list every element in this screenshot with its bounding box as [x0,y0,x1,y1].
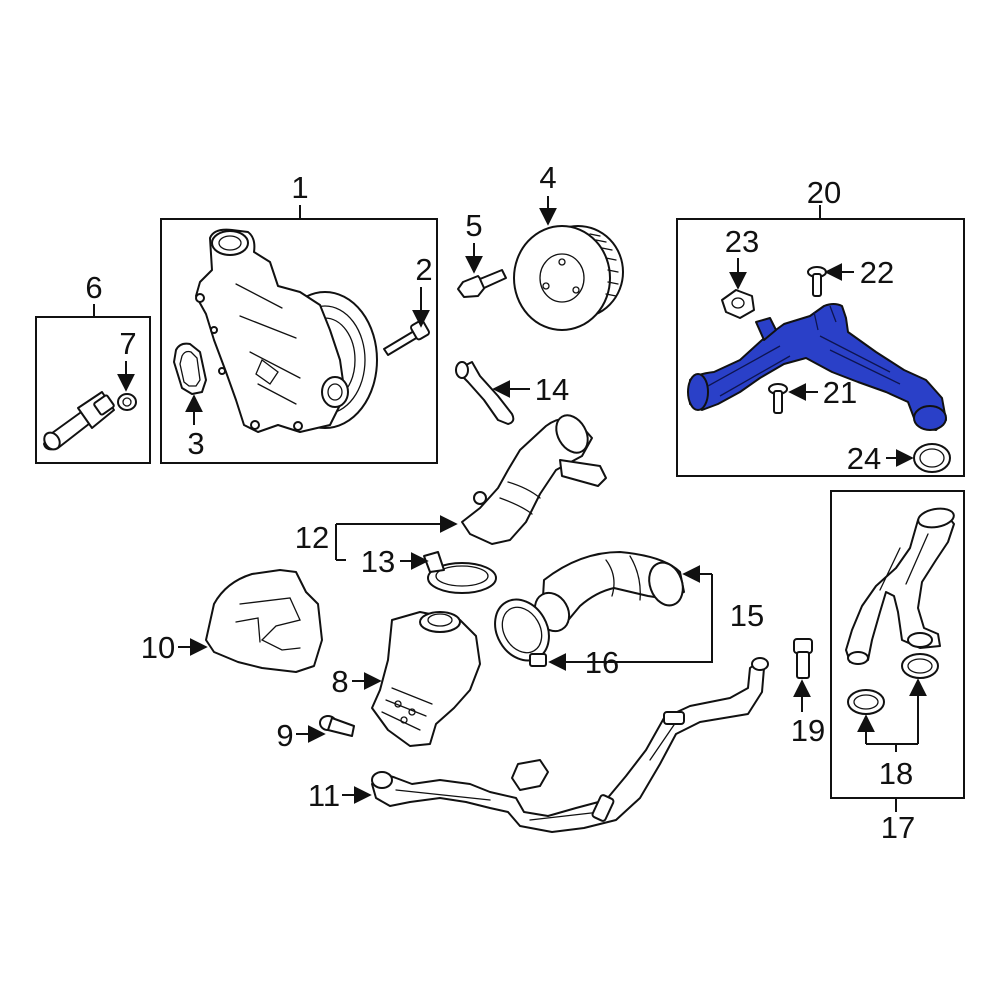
label-15: 15 [730,598,764,633]
label-11: 11 [308,778,340,813]
housing-10[interactable] [205,569,323,673]
seal-24[interactable] [913,443,951,473]
label-8: 8 [331,664,348,699]
pulley-4[interactable] [513,225,624,331]
label-10: 10 [141,630,175,665]
coolant-pipe-12[interactable] [461,410,607,545]
label-6: 6 [85,270,102,305]
clamp-16[interactable] [484,590,559,670]
pipe-17[interactable] [845,506,955,665]
bolt-2[interactable] [383,319,430,356]
label-1: 1 [291,170,308,205]
water-pump[interactable] [195,228,378,433]
bolt-19[interactable] [793,638,813,679]
label-24: 24 [847,441,881,476]
label-4: 4 [539,160,556,195]
group-box-17 [830,490,965,799]
label-3: 3 [187,426,204,461]
label-9: 9 [276,718,293,753]
label-20: 20 [807,175,841,210]
label-18: 18 [879,756,913,791]
label-14: 14 [535,372,569,407]
hose-assembly-11[interactable] [371,657,769,833]
thermostat-housing-8[interactable] [371,611,481,747]
label-17: 17 [881,810,915,845]
hose-15[interactable] [528,551,688,637]
seal-7[interactable] [117,393,137,411]
label-12: 12 [295,520,329,555]
gasket-3[interactable] [173,342,207,395]
bolt-9[interactable] [319,715,355,737]
label-23: 23 [725,224,759,259]
label-13: 13 [361,544,395,579]
label-22: 22 [860,255,894,290]
label-19: 19 [791,713,825,748]
label-21: 21 [823,375,857,410]
coolant-pipe-20-highlighted[interactable] [687,303,947,431]
nut-23[interactable] [721,289,755,319]
bolt-21[interactable] [768,383,788,414]
label-7: 7 [119,326,136,361]
sensor-6[interactable] [41,391,115,452]
clamp-13[interactable] [423,551,497,594]
hose-14[interactable] [455,361,515,425]
label-5: 5 [465,208,482,243]
callout-labels: 1 2 3 4 5 6 7 8 9 10 11 12 13 14 15 16 1… [85,160,915,845]
seal-18[interactable] [847,653,939,715]
leader-lines [93,196,927,812]
label-16: 16 [585,645,619,680]
label-2: 2 [415,252,432,287]
bolt-22[interactable] [807,266,827,297]
bolt-5[interactable] [457,269,507,298]
